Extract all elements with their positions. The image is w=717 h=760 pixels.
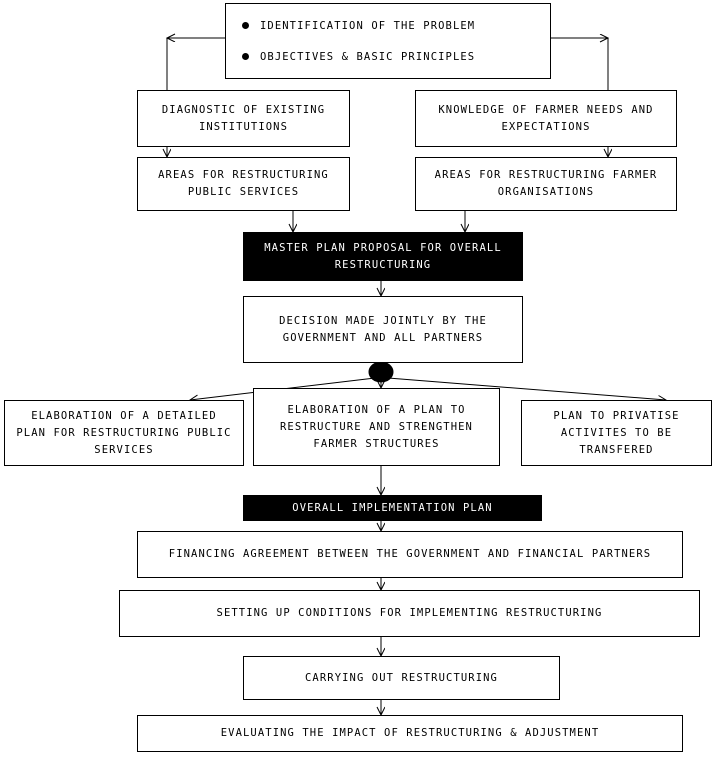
node-diagnostic-institutions[interactable]: DIAGNOSTIC OF EXISTING INSTITUTIONS <box>137 90 350 147</box>
node-areas-farmer-organisations[interactable]: AREAS FOR RESTRUCTURING FARMER ORGANISAT… <box>415 157 677 211</box>
node-label: ELABORATION OF A PLAN TO RESTRUCTURE AND… <box>280 403 473 450</box>
node-elaboration-public-services[interactable]: ELABORATION OF A DETAILED PLAN FOR RESTR… <box>4 400 244 466</box>
node-overall-implementation-plan[interactable]: OVERALL IMPLEMENTATION PLAN <box>243 495 542 521</box>
node-label: ELABORATION OF A DETAILED PLAN FOR RESTR… <box>16 409 232 456</box>
bullet-list: IDENTIFICATION OF THE PROBLEM OBJECTIVES… <box>226 4 550 66</box>
bullet-dot-icon <box>242 22 249 29</box>
node-label: AREAS FOR RESTRUCTURING FARMER ORGANISAT… <box>434 169 658 198</box>
bullet-dot-icon <box>242 53 249 60</box>
bullet-item-identification: IDENTIFICATION OF THE PROBLEM <box>242 18 550 35</box>
node-label: PLAN TO PRIVATISE ACTIVITES TO BE TRANSF… <box>553 409 680 456</box>
node-label: EVALUATING THE IMPACT OF RESTRUCTURING &… <box>220 727 600 739</box>
node-knowledge-farmer-needs[interactable]: KNOWLEDGE OF FARMER NEEDS AND EXPECTATIO… <box>415 90 677 147</box>
node-label: CARRYING OUT RESTRUCTURING <box>305 671 498 684</box>
node-label: KNOWLEDGE OF FARMER NEEDS AND EXPECTATIO… <box>438 103 654 133</box>
node-elaboration-farmer-structures[interactable]: ELABORATION OF A PLAN TO RESTRUCTURE AND… <box>253 388 500 466</box>
node-financing-agreement[interactable]: FINANCING AGREEMENT BETWEEN THE GOVERNME… <box>137 531 683 578</box>
edge-topbox-to-knowledge <box>551 38 608 90</box>
node-evaluating-impact[interactable]: EVALUATING THE IMPACT OF RESTRUCTURING &… <box>137 715 683 752</box>
node-areas-public-services[interactable]: AREAS FOR RESTRUCTURING PUBLIC SERVICES <box>137 157 350 211</box>
node-plan-privatise[interactable]: PLAN TO PRIVATISE ACTIVITES TO BE TRANSF… <box>521 400 712 466</box>
node-carrying-out-restructuring[interactable]: CARRYING OUT RESTRUCTURING <box>243 656 560 700</box>
node-label: DECISION MADE JOINTLY BY THE GOVERNMENT … <box>279 314 487 344</box>
node-identification-objectives[interactable]: IDENTIFICATION OF THE PROBLEM OBJECTIVES… <box>225 3 551 79</box>
node-label: MASTER PLAN PROPOSAL FOR OVERALL RESTRUC… <box>264 241 502 271</box>
edge-topbox-to-diagnostic <box>167 38 225 90</box>
decision-junction-node <box>368 361 394 383</box>
bullet-item-objectives: OBJECTIVES & BASIC PRINCIPLES <box>242 49 550 66</box>
node-decision-jointly[interactable]: DECISION MADE JOINTLY BY THE GOVERNMENT … <box>243 296 523 363</box>
node-label: SETTING UP CONDITIONS FOR IMPLEMENTING R… <box>216 607 603 619</box>
node-label: OVERALL IMPLEMENTATION PLAN <box>292 501 493 514</box>
node-label: DIAGNOSTIC OF EXISTING INSTITUTIONS <box>161 103 326 133</box>
node-label: AREAS FOR RESTRUCTURING PUBLIC SERVICES <box>158 169 329 198</box>
node-label: FINANCING AGREEMENT BETWEEN THE GOVERNME… <box>168 548 652 560</box>
node-setting-up-conditions[interactable]: SETTING UP CONDITIONS FOR IMPLEMENTING R… <box>119 590 700 637</box>
node-master-plan-proposal[interactable]: MASTER PLAN PROPOSAL FOR OVERALL RESTRUC… <box>243 232 523 281</box>
